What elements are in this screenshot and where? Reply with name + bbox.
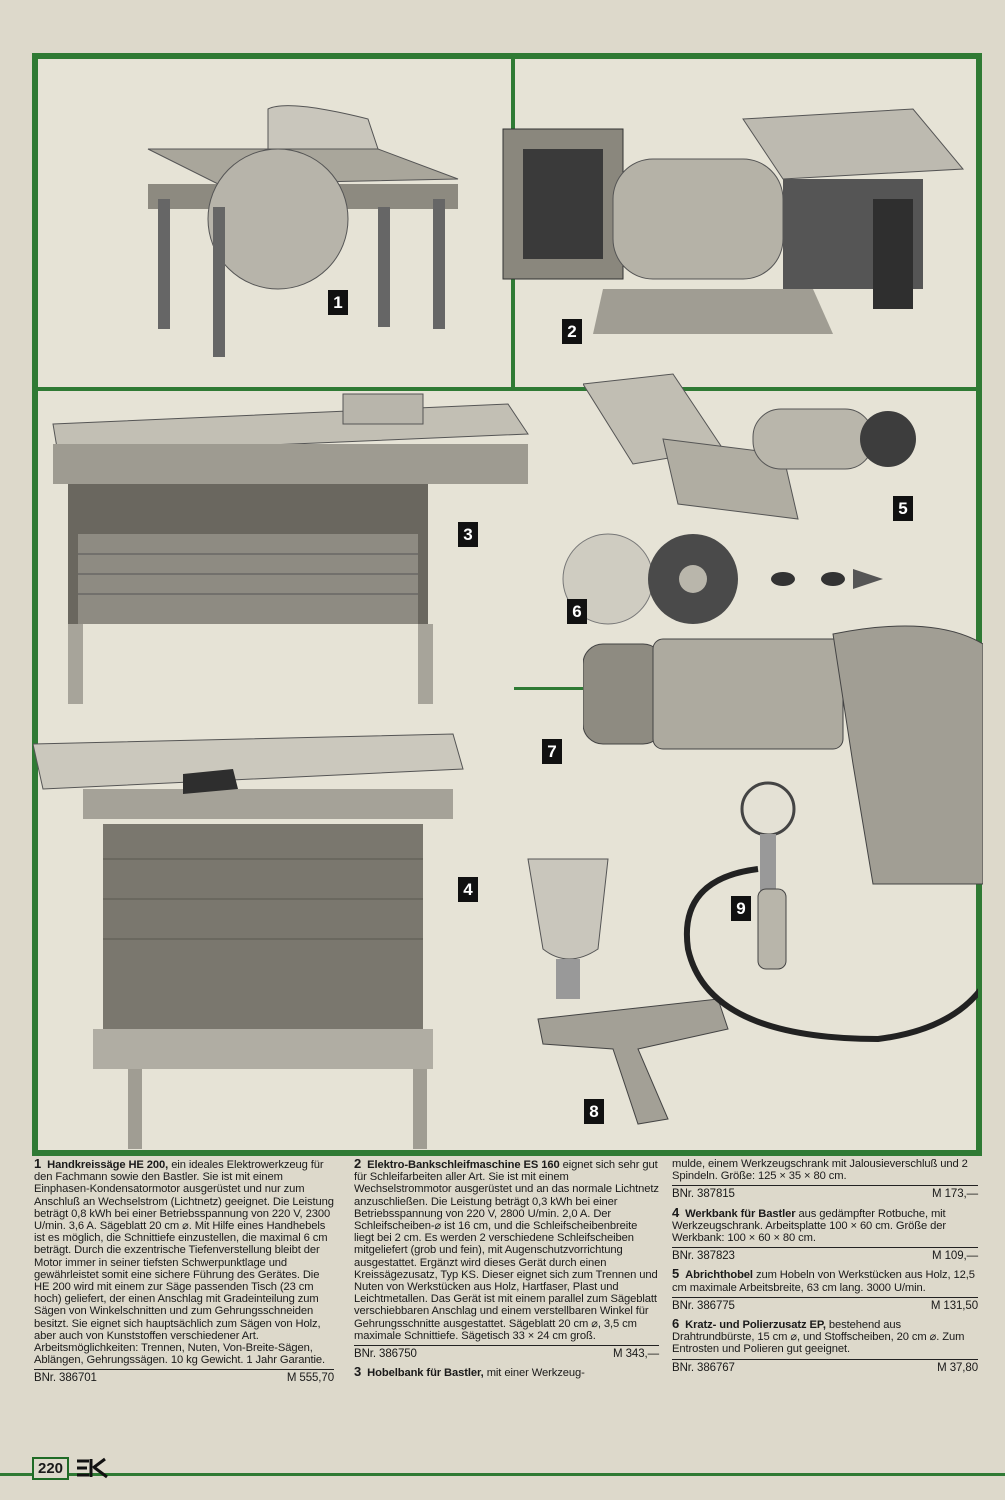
- item-5-block: 5 Abrichthobel zum Hobeln von Werkstücken…: [672, 1266, 978, 1312]
- drill-motor-illustration: [583, 625, 983, 885]
- page-number: 220: [32, 1456, 70, 1480]
- item-1-price-row: BNr. 386701 M 555,70: [34, 1369, 334, 1384]
- item-2-title: Elektro-Bankschleifmaschine ES 160: [367, 1159, 560, 1171]
- item-1-price: M 555,70: [286, 1372, 334, 1385]
- item-2-price-row: BNr. 386750 M 343,—: [354, 1345, 659, 1360]
- badge-9: 9: [731, 896, 751, 921]
- text-column-2: 2 Elektro-Bankschleifmaschine ES 160 eign…: [354, 1156, 659, 1380]
- tire-inflator-illustration: [683, 781, 978, 1043]
- item-3-block: mulde, einem Werkzeugschrank mit Jalousi…: [672, 1158, 978, 1201]
- item-3-title: Hobelbank für Bastler,: [367, 1367, 484, 1380]
- item-4-text: aus gedämpfter Rotbuche, mit Werkzeugsch…: [672, 1207, 947, 1245]
- divider-horizontal: [38, 387, 982, 391]
- item-3-price-row: BNr. 387815 M 173,—: [672, 1185, 978, 1200]
- item-1-text: ein ideales Elektrowerkzeug für den Fach…: [34, 1159, 334, 1367]
- item-6-bnr: BNr. 386767: [672, 1361, 735, 1374]
- planer-illustration: [583, 373, 916, 520]
- item-3-price: M 173,—: [932, 1188, 978, 1201]
- polishing-discs-illustration: [562, 533, 883, 625]
- text-column-1: 1 Handkreissäge HE 200, ein ideales Elekt…: [34, 1156, 334, 1391]
- item-4-price-row: BNr. 387823 M 109,—: [672, 1247, 978, 1262]
- item-2-text: eignet sich sehr gut für Schleifarbeiten…: [354, 1159, 659, 1342]
- badge-7: 7: [542, 739, 562, 764]
- item-5-title: Abrichthobel: [685, 1269, 753, 1282]
- circular-saw-illustration: [147, 105, 459, 357]
- item-3-bnr: BNr. 387815: [672, 1188, 735, 1201]
- item-1-bnr: BNr. 386701: [34, 1372, 97, 1385]
- item-5-price: M 131,50: [930, 1299, 978, 1312]
- badge-5: 5: [893, 496, 913, 521]
- item-6-title: Kratz- und Polierzusatz EP,: [685, 1319, 826, 1332]
- badge-4: 4: [458, 877, 478, 902]
- item-6-number: 6: [672, 1316, 680, 1332]
- text-column-3: mulde, einem Werkzeugschrank mit Jalousi…: [672, 1158, 978, 1380]
- item-6-price-row: BNr. 386767 M 37,80: [672, 1358, 978, 1374]
- item-2-price: M 343,—: [613, 1348, 659, 1361]
- workbench-hobelbank-illustration: [52, 393, 529, 704]
- item-3-start: 3 Hobelbank für Bastler, mit einer Werkze…: [354, 1364, 659, 1380]
- item-4-block: 4 Werkbank für Bastler aus gedämpfter Rot…: [672, 1204, 978, 1263]
- item-5-price-row: BNr. 386775 M 131,50: [672, 1296, 978, 1312]
- item-1-block: 1 Handkreissäge HE 200, ein ideales Elekt…: [34, 1156, 334, 1385]
- badge-1: 1: [328, 290, 348, 315]
- item-6-text: bestehend aus Drahtrundbürste, 15 cm ⌀, …: [672, 1319, 965, 1356]
- item-3-number: 3: [354, 1364, 362, 1380]
- workbench-werkbank-illustration: [33, 733, 464, 1149]
- item-4-number: 4: [672, 1204, 680, 1220]
- item-1-number: 1: [34, 1156, 42, 1171]
- badge-6: 6: [567, 599, 587, 624]
- spray-gun-illustration: [527, 858, 729, 1125]
- item-5-text: zum Hobeln von Werkstücken aus Holz, 12,…: [672, 1269, 975, 1294]
- page-footer: 220: [32, 1455, 113, 1481]
- badge-8: 8: [584, 1099, 604, 1124]
- item-4-title: Werkbank für Bastler: [685, 1207, 796, 1220]
- product-descriptions: 1 Handkreissäge HE 200, ein ideales Elekt…: [32, 1156, 982, 1448]
- publisher-logo-icon: [77, 1457, 108, 1479]
- item-4-bnr: BNr. 387823: [672, 1250, 735, 1263]
- item-2-bnr: BNr. 386750: [354, 1348, 417, 1361]
- item-1-title: Handkreissäge HE 200,: [47, 1159, 169, 1171]
- item-6-price: M 37,80: [937, 1361, 978, 1374]
- item-2-number: 2: [354, 1156, 362, 1171]
- product-photo-frame: 1 2 3: [32, 53, 983, 1156]
- item-6-block: 6 Kratz- und Polierzusatz EP, bestehend a…: [672, 1316, 978, 1374]
- item-2-block: 2 Elektro-Bankschleifmaschine ES 160 eign…: [354, 1156, 659, 1360]
- item-3-continuation: mulde, einem Werkzeugschrank mit Jalousi…: [672, 1158, 968, 1183]
- item-5-bnr: BNr. 386775: [672, 1299, 735, 1312]
- footer-rule: [0, 1473, 1005, 1476]
- item-3-text-start: mit einer Werkzeug-: [486, 1367, 585, 1380]
- badge-2: 2: [562, 319, 582, 344]
- bench-grinder-illustration: [502, 108, 965, 334]
- badge-3: 3: [458, 522, 478, 547]
- item-5-number: 5: [672, 1266, 680, 1282]
- item-4-price: M 109,—: [932, 1250, 978, 1263]
